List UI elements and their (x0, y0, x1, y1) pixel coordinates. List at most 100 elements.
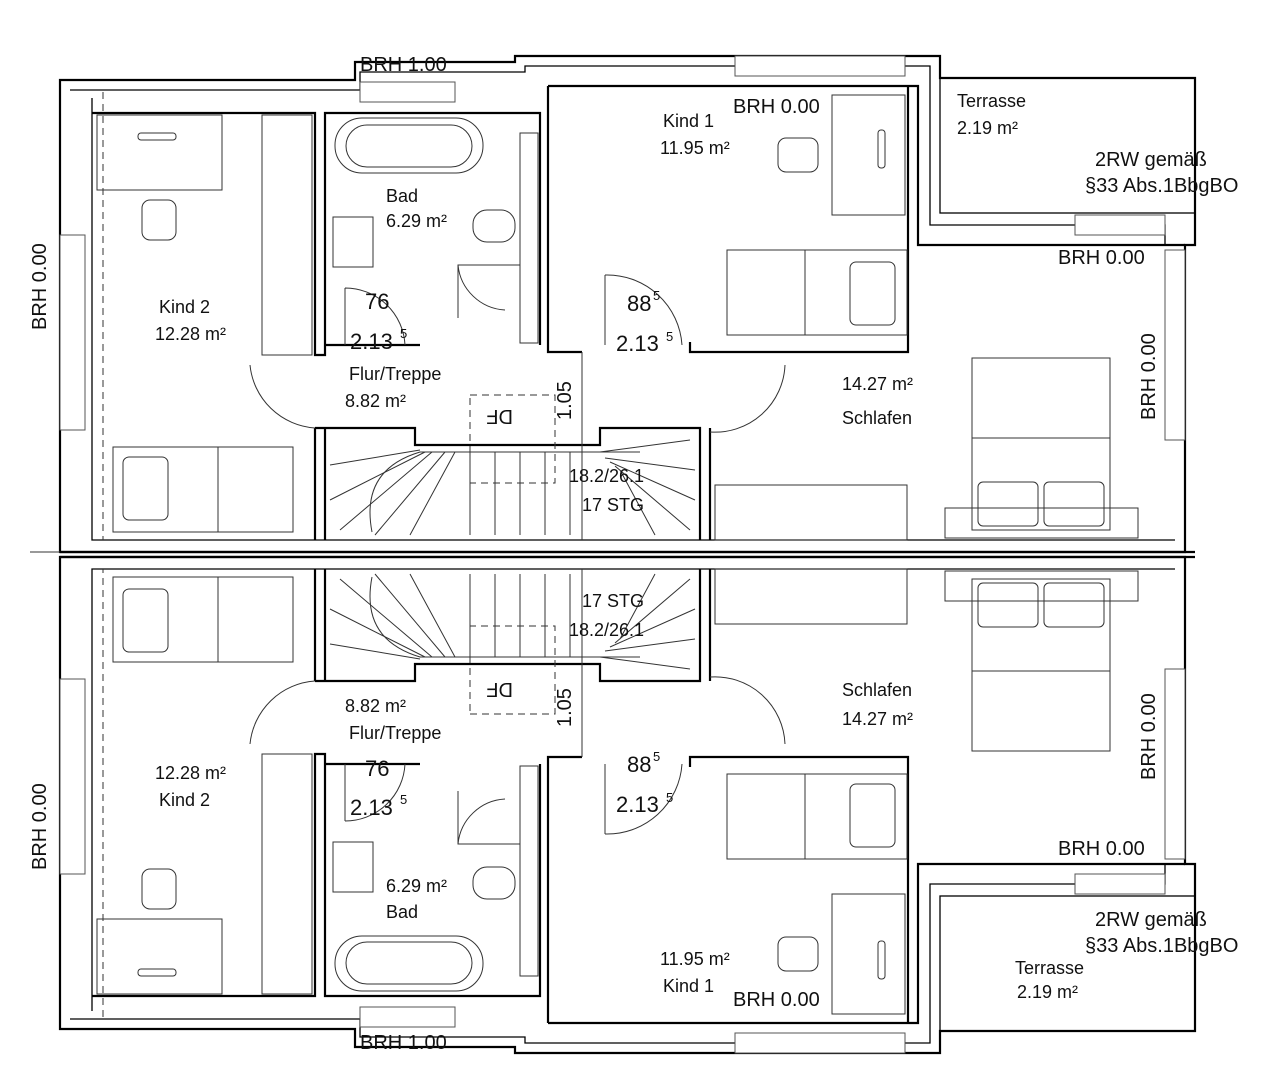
bed (726, 249, 908, 336)
pillow-icon (977, 481, 1039, 527)
shaft (519, 765, 539, 977)
door-swing-kind1 (604, 763, 683, 835)
chair-icon (141, 868, 177, 910)
attic-hatch (469, 625, 556, 715)
room-area-kind1: 11.95 m² (660, 138, 730, 158)
brh-label-kind1: BRH 0.00 (733, 96, 820, 118)
room-name-terrasse: Terrasse (1015, 958, 1084, 978)
door-swing-flur-left (249, 364, 316, 429)
double-bed (971, 357, 1111, 531)
pillow-icon (1043, 481, 1105, 527)
brh-label-top: BRH 1.00 (360, 54, 447, 76)
attic-hatch (469, 394, 556, 484)
door-swing-shower (457, 791, 520, 845)
room-area-flur: 8.82 m² (345, 391, 406, 411)
brh-label-right: BRH 0.00 (1138, 333, 1160, 420)
brh-label-terrace: BRH 0.00 (1058, 838, 1145, 860)
pillow-icon (977, 582, 1039, 628)
exterior-wall-inner (70, 864, 1166, 1044)
wardrobe (261, 114, 313, 356)
door-swing-shower (457, 264, 520, 318)
door-kind1-width-sup: 5 (653, 749, 660, 764)
door-bad-height-sup: 5 (400, 326, 407, 341)
rw-note-line1: 2RW gemäß (1095, 149, 1207, 171)
door-kind1-width-sup: 5 (653, 288, 660, 303)
brh-label-kind1: BRH 0.00 (733, 989, 820, 1011)
chair-icon (141, 199, 177, 241)
brh-label-left: BRH 0.00 (29, 243, 51, 330)
room-name-kind1: Kind 1 (663, 111, 714, 131)
sink-icon (332, 841, 374, 893)
bed (112, 446, 294, 533)
brh-label-terrace: BRH 0.00 (1058, 247, 1145, 269)
sink-icon (332, 216, 374, 268)
df-label: DF (486, 405, 513, 427)
interior-wall (546, 86, 582, 354)
door-kind1-width: 88 (627, 752, 651, 777)
pillow-icon (122, 456, 169, 521)
stair-steps: 17 STG (582, 591, 644, 611)
brh-label-top: BRH 1.00 (360, 1032, 447, 1054)
chair-icon (777, 936, 819, 972)
room-area-flur: 8.82 m² (345, 696, 406, 716)
window (359, 1006, 456, 1028)
bed (726, 773, 908, 860)
bathtub-icon (334, 117, 484, 174)
room-name-kind2: Kind 2 (159, 790, 210, 810)
drawer-handle-icon (137, 132, 177, 141)
pillow-icon (1043, 582, 1105, 628)
interior-wall (548, 862, 1185, 1025)
room-name-bad: Bad (386, 186, 418, 206)
room-area-terrasse: 2.19 m² (1017, 982, 1078, 1002)
room-area-kind1: 11.95 m² (660, 949, 730, 969)
window (734, 55, 906, 77)
drawer-handle-icon (877, 940, 886, 980)
bench (944, 507, 1139, 539)
room-name-terrasse: Terrasse (957, 91, 1026, 111)
room-name-kind1: Kind 1 (663, 976, 714, 996)
window (1074, 873, 1166, 895)
window (1164, 249, 1186, 441)
drawer-handle-icon (137, 968, 177, 977)
unit-lower (58, 555, 1197, 1055)
room-name-schlafen: Schlafen (842, 680, 912, 700)
dresser (714, 484, 908, 541)
rw-note-line1: 2RW gemäß (1095, 909, 1207, 931)
desk (96, 114, 223, 191)
bathtub-inner (345, 124, 473, 168)
unit-upper (58, 54, 1197, 554)
stair-steps: 17 STG (582, 495, 644, 515)
door-bad-height-sup: 5 (400, 792, 407, 807)
door-swing-flur-left (249, 680, 316, 745)
room-area-terrasse: 2.19 m² (957, 118, 1018, 138)
stair-wall (315, 569, 702, 683)
window (1074, 214, 1166, 236)
door-swing-bad (344, 287, 406, 346)
door-kind1-height-sup: 5 (666, 329, 673, 344)
bathtub-icon (334, 935, 484, 992)
labels-lower: 17 STG 18.2/26.1 DF 1.05 8.82 m² Flur/Tr… (29, 591, 1238, 1054)
door-swing-flur-right (709, 364, 786, 433)
door-bad-width: 76 (365, 756, 389, 781)
interior-wall (688, 86, 910, 354)
bathtub-inner (345, 941, 473, 985)
window (59, 678, 86, 875)
interior-wall (92, 111, 542, 357)
window (734, 1032, 906, 1054)
interior-wall (548, 84, 1185, 247)
stair-wall (315, 426, 702, 540)
desk (96, 918, 223, 995)
staircase (329, 569, 696, 757)
pillow-icon (849, 261, 896, 326)
brh-label-right: BRH 0.00 (1138, 693, 1160, 780)
door-kind1-height: 2.13 (616, 792, 659, 817)
door-swing-kind1 (604, 274, 683, 346)
room-area-kind2: 12.28 m² (155, 763, 226, 783)
interior-wall (546, 755, 582, 1023)
labels-upper: BRH 1.00 BRH 0.00 Kind 1 11.95 m² Terras… (29, 54, 1238, 515)
room-area-schlafen: 14.27 m² (842, 709, 913, 729)
df-label: DF (486, 678, 513, 700)
door-swing-flur-right (709, 676, 786, 745)
toilet-icon (472, 866, 516, 900)
